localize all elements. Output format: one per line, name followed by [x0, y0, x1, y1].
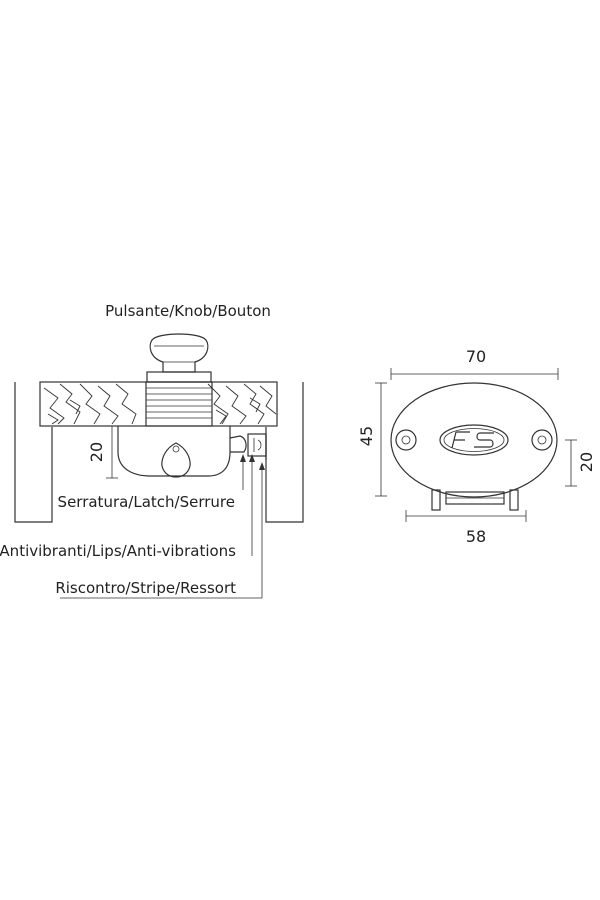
left-screw-hole	[395, 429, 417, 451]
lips-label: Antivibranti/Lips/Anti-vibrations	[0, 542, 236, 560]
fs-logo	[439, 424, 509, 456]
front-connector	[431, 489, 519, 511]
stripe-label: Riscontro/Stripe/Ressort	[55, 579, 236, 597]
knob-shaft	[145, 381, 213, 427]
latch-body	[117, 426, 231, 477]
leader-lines	[60, 454, 265, 599]
side-height-dim: 20	[87, 442, 106, 462]
front-right-height-dim: 20	[577, 452, 596, 472]
front-dimension-lines	[375, 368, 577, 522]
left-post	[14, 382, 53, 523]
front-view	[375, 368, 577, 522]
wood-panel	[39, 381, 278, 427]
keyhole	[161, 442, 191, 478]
knob-collar	[146, 371, 212, 383]
wood-grain	[43, 383, 277, 425]
front-bottom-width-dim: 58	[466, 527, 486, 546]
front-oval-body	[390, 382, 558, 498]
front-width-dim: 70	[466, 347, 486, 366]
knob-cap	[149, 333, 209, 373]
right-post	[265, 382, 304, 523]
right-screw-hole	[531, 429, 553, 451]
shaft-rings	[146, 387, 212, 419]
side-view	[14, 333, 304, 599]
front-height-dim: 45	[357, 426, 376, 446]
anti-vibration-lip	[247, 433, 267, 457]
latch-bolt	[229, 435, 247, 453]
latch-label: Serratura/Latch/Serrure	[58, 493, 235, 511]
knob-label: Pulsante/Knob/Bouton	[105, 302, 271, 320]
